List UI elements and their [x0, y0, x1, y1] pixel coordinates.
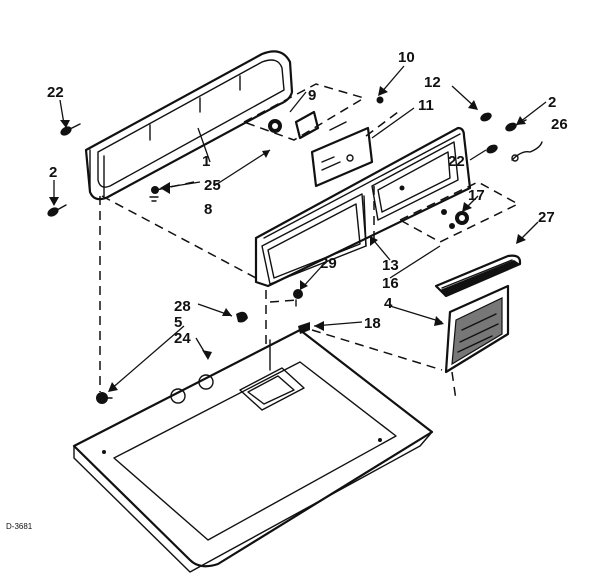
callout-17: 17	[468, 187, 485, 204]
callout-11: 11	[418, 97, 434, 114]
arrowheads	[49, 86, 526, 392]
callout-22-left: 22	[47, 84, 64, 101]
callout-26: 26	[551, 116, 568, 133]
callout-16: 16	[382, 275, 399, 292]
clip-25	[149, 186, 159, 202]
drawing-code: D-3681	[6, 522, 33, 531]
callout-28: 28	[174, 298, 191, 315]
alignment-lines	[99, 111, 457, 401]
screw-12	[480, 112, 492, 122]
callout-2-right: 2	[548, 94, 556, 111]
callout-18: 18	[364, 315, 381, 332]
callout-25: 25	[204, 177, 221, 194]
callout-27: 27	[538, 209, 555, 226]
clip-28	[236, 311, 248, 323]
callout-labels: 22 2 1 25 8 9 10 12 11 2 26 22 17 27 13 …	[47, 49, 568, 347]
plug-5	[96, 392, 108, 404]
callout-13: 13	[382, 257, 399, 274]
callout-10: 10	[398, 49, 415, 66]
console-back-frame	[84, 50, 294, 201]
screw-22-right	[486, 144, 498, 154]
screw-18	[298, 322, 310, 334]
control-panel-13	[254, 126, 472, 288]
callout-1: 1	[202, 153, 210, 170]
lint-housing-4	[444, 284, 510, 374]
screw-22-left	[60, 123, 81, 136]
callout-5: 5	[174, 314, 182, 331]
timer-bracket-assembly	[242, 83, 384, 141]
screw-2-left	[47, 204, 67, 217]
callout-24: 24	[174, 330, 191, 347]
cover-27	[434, 254, 522, 298]
top-panel	[72, 328, 434, 573]
nameplate-11	[310, 126, 374, 188]
clip-29	[293, 289, 303, 307]
callout-2-left: 2	[49, 164, 57, 181]
callout-22-right: 22	[448, 153, 465, 170]
callout-8: 8	[204, 201, 212, 218]
callout-12: 12	[424, 74, 441, 91]
callout-4: 4	[384, 295, 393, 312]
callout-9: 9	[308, 87, 316, 104]
switch-bracket-16	[398, 181, 520, 243]
spring-26	[511, 141, 543, 162]
callout-29: 29	[320, 255, 337, 272]
